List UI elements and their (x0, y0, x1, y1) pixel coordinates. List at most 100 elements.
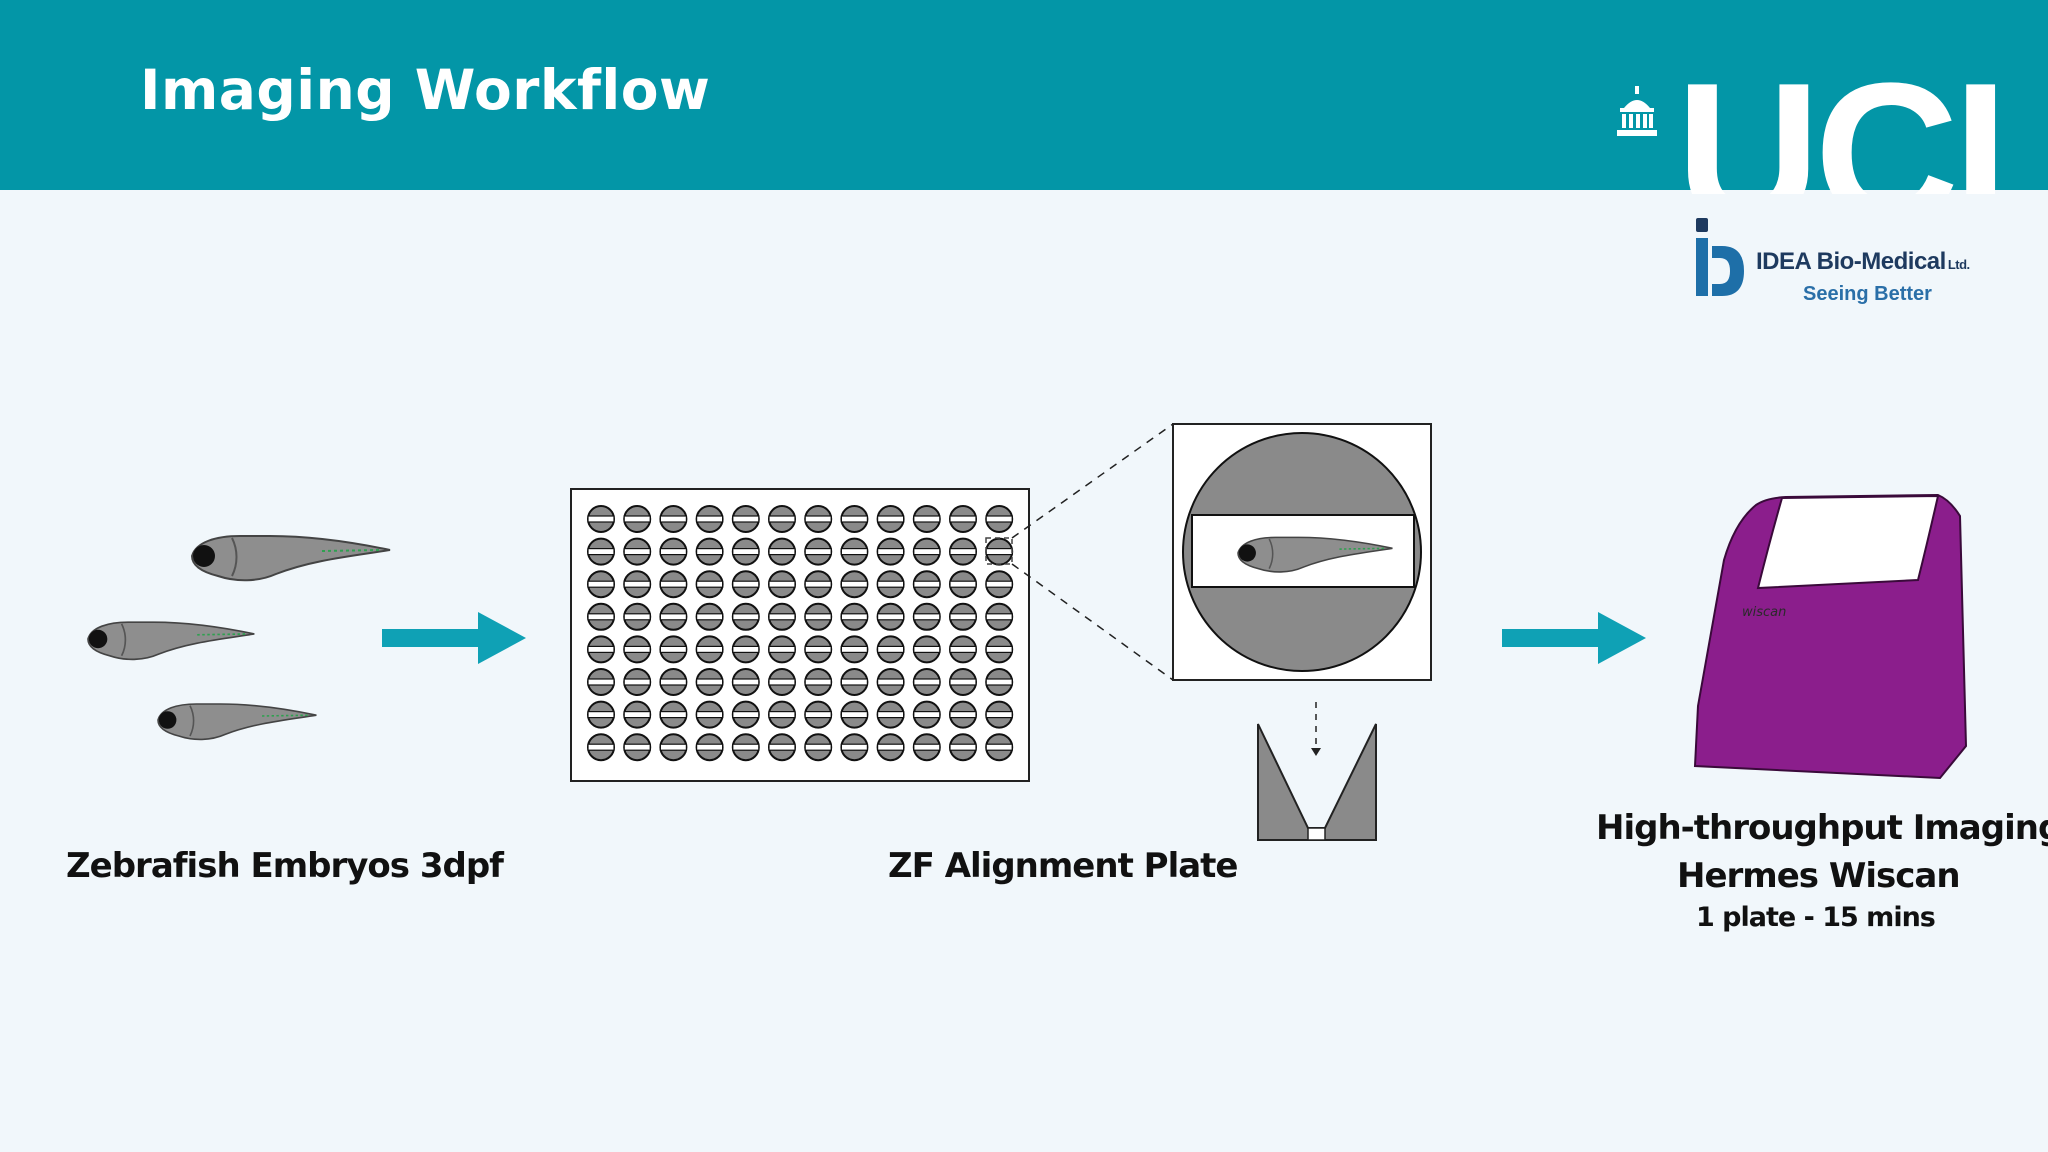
plate-well (985, 570, 1014, 599)
plate-well (587, 668, 615, 696)
plate-well (912, 602, 941, 631)
plate-well (587, 700, 615, 729)
plate-well (949, 733, 977, 762)
plate-well (840, 570, 869, 599)
plate-well (876, 505, 905, 533)
plate-well (985, 668, 1014, 696)
plate-well (876, 602, 905, 631)
partner-tagline: Seeing Better (1803, 283, 1932, 305)
plate-well (731, 505, 760, 533)
plate-well (949, 570, 977, 599)
plate-well (840, 602, 869, 631)
plate-well (623, 570, 652, 599)
plate-well (623, 602, 652, 631)
plate-well (695, 635, 724, 664)
plate-well (659, 505, 688, 533)
plate-well (768, 668, 796, 696)
plate-well (587, 602, 615, 631)
plate-well (912, 570, 941, 599)
plate-well (840, 635, 869, 664)
plate-well (659, 537, 688, 566)
plate-well (876, 700, 905, 729)
plate-well (804, 602, 833, 631)
plate-well (876, 635, 905, 664)
plate-well (659, 635, 688, 664)
ib-logo-icon (1696, 218, 1744, 296)
plate-well (731, 700, 760, 729)
plate-well (876, 570, 905, 599)
plate-well (768, 570, 796, 599)
plate-well (840, 537, 869, 566)
plate-well (695, 733, 724, 762)
plate-well (876, 668, 905, 696)
header-bar: Imaging Workflow UCL (0, 0, 2048, 194)
plate-well (659, 700, 688, 729)
plate-well (768, 733, 796, 762)
plate-well (623, 668, 652, 696)
plate-well (985, 700, 1014, 729)
plate-well (985, 602, 1014, 631)
plate-well (623, 700, 652, 729)
plate-well (623, 635, 652, 664)
plate-well (985, 733, 1014, 762)
plate-well (768, 700, 796, 729)
plate-well (768, 505, 796, 533)
plate-well (985, 537, 1014, 566)
plate-well (912, 537, 941, 566)
plate-well (804, 700, 833, 729)
well-cross-section (1257, 723, 1377, 841)
plate-well (587, 733, 615, 762)
partner-name: IDEA Bio-Medical (1756, 248, 1946, 275)
page-title: Imaging Workflow (140, 58, 711, 122)
flow-arrow (382, 612, 526, 664)
plate-well (768, 602, 796, 631)
plate-well (659, 602, 688, 631)
plate-well (768, 537, 796, 566)
plate-well (949, 635, 977, 664)
plate-well (587, 570, 615, 599)
plate-well (912, 668, 941, 696)
plate-well (949, 602, 977, 631)
plate-well (587, 635, 615, 664)
plate-well (695, 602, 724, 631)
plate-well (587, 505, 615, 533)
step-label-imaging: High-throughput Imaging (1596, 808, 2048, 848)
plate-well (731, 635, 760, 664)
plate-well (804, 505, 833, 533)
hermes-wiscan-instrument: wiscan (1693, 493, 1968, 780)
well-zoom-inset (1172, 423, 1432, 681)
plate-well (695, 505, 724, 533)
device-brand: wiscan (1742, 605, 1786, 620)
alignment-plate (570, 488, 1030, 782)
plate-well (949, 537, 977, 566)
zebrafish-embryo (157, 703, 318, 741)
step-label-throughput: 1 plate - 15 mins (1696, 902, 1936, 933)
plate-well (912, 700, 941, 729)
plate-well (731, 537, 760, 566)
step-label-instrument: Hermes Wiscan (1677, 856, 1961, 896)
plate-well (731, 602, 760, 631)
plate-well (731, 733, 760, 762)
ucl-logo: UCL (1676, 54, 2048, 194)
plate-well (695, 700, 724, 729)
partner-suffix: Ltd. (1947, 257, 1970, 272)
plate-well (804, 668, 833, 696)
plate-well (912, 733, 941, 762)
plate-well (840, 668, 869, 696)
step-label-embryos: Zebrafish Embryos 3dpf (66, 846, 504, 886)
zebrafish-embryo (87, 621, 256, 661)
step-label-plate: ZF Alignment Plate (888, 846, 1238, 886)
plate-well (804, 635, 833, 664)
plate-well (695, 537, 724, 566)
flow-arrow (1502, 612, 1646, 664)
zebrafish-embryo (191, 535, 391, 582)
plate-well (731, 570, 760, 599)
portico-icon (1617, 86, 1657, 136)
plate-well (695, 570, 724, 599)
plate-well (912, 505, 941, 533)
plate-well (768, 635, 796, 664)
plate-well (912, 635, 941, 664)
plate-well (985, 505, 1014, 533)
plate-well (659, 570, 688, 599)
